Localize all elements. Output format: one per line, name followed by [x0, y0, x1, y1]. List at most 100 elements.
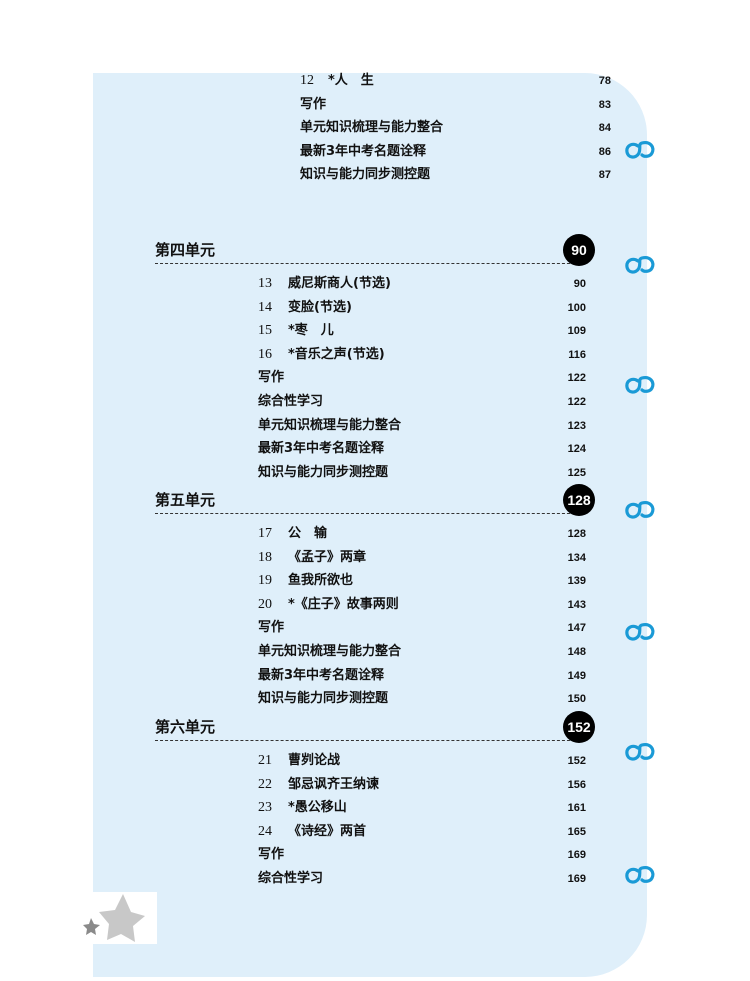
entry-title: 写作 — [258, 620, 285, 636]
unit-title: 第四单元 — [155, 243, 216, 259]
entry-title: 《诗经》两首 — [288, 823, 367, 839]
binder-ring-icon — [622, 863, 658, 887]
entry-title: 综合性学习 — [258, 394, 324, 409]
page-number: 124 — [567, 443, 586, 456]
page-number: 134 — [567, 551, 586, 564]
entry-title: *枣 儿 — [288, 323, 334, 339]
toc-entry[interactable]: 单元知识梳理与能力整合 123 — [0, 416, 750, 436]
entry-title: 单元知识梳理与能力整合 — [258, 644, 402, 659]
unit-header[interactable]: 第四单元 90 — [155, 234, 595, 266]
page-number: 152 — [567, 755, 586, 767]
toc-entry[interactable]: 21 曹刿论战 152 — [0, 751, 750, 771]
page-number: 156 — [567, 778, 586, 791]
dashed-divider — [155, 263, 580, 264]
page-number: 125 — [567, 466, 586, 479]
entry-title: 曹刿论战 — [288, 753, 341, 768]
page-number: 86 — [598, 145, 611, 158]
entry-title: 单元知识梳理与能力整合 — [300, 120, 444, 135]
star-decoration-icon — [83, 892, 157, 944]
page-number: 90 — [573, 278, 586, 290]
page-number: 143 — [567, 598, 586, 611]
toc-entry[interactable]: 单元知识梳理与能力整合 148 — [0, 642, 750, 662]
page-number: 148 — [567, 646, 586, 658]
binder-ring-icon — [622, 740, 658, 764]
unit-header[interactable]: 第五单元 128 — [155, 484, 595, 516]
entry-title: 邹忌讽齐王纳谏 — [288, 776, 380, 792]
page-number: 147 — [567, 622, 586, 635]
toc-entry[interactable]: 12 *人 生 78 — [0, 71, 750, 91]
toc-entry[interactable]: 14 变脸(节选) 100 — [0, 298, 750, 318]
entry-title: *《庄子》故事两则 — [288, 596, 399, 612]
toc-entry[interactable]: 写作 147 — [0, 618, 750, 638]
dashed-divider — [155, 740, 580, 741]
binder-ring-icon — [622, 138, 658, 162]
entry-title: *人 生 — [328, 73, 374, 88]
unit-page-badge: 152 — [563, 711, 595, 743]
page-number: 84 — [598, 122, 611, 134]
entry-title: 知识与能力同步测控题 — [300, 167, 431, 182]
lesson-number: 17 — [258, 526, 272, 541]
entry-title: 写作 — [300, 96, 327, 112]
unit-page-badge: 128 — [563, 484, 595, 516]
lesson-number: 23 — [258, 800, 272, 816]
page-number: 78 — [598, 75, 611, 87]
lesson-number: 16 — [258, 346, 272, 362]
page-number: 87 — [598, 169, 611, 181]
entry-title: 知识与能力同步测控题 — [258, 464, 389, 480]
binder-ring-icon — [622, 253, 658, 277]
page-number: 123 — [567, 419, 586, 432]
entry-title: 写作 — [258, 847, 285, 863]
lesson-number: 14 — [258, 299, 272, 315]
binder-ring-icon — [622, 498, 658, 522]
entry-title: 单元知识梳理与能力整合 — [258, 417, 402, 433]
unit-title: 第五单元 — [155, 493, 216, 509]
binder-ring-icon — [622, 620, 658, 644]
toc-entry[interactable]: 20 *《庄子》故事两则 143 — [0, 595, 750, 615]
toc-entry[interactable]: 知识与能力同步测控题 125 — [0, 463, 750, 483]
lesson-number: 12 — [300, 73, 314, 88]
lesson-number: 21 — [258, 753, 272, 768]
lesson-number: 18 — [258, 549, 272, 565]
lesson-number: 15 — [258, 323, 272, 339]
entry-title: 知识与能力同步测控题 — [258, 691, 389, 707]
lesson-number: 19 — [258, 573, 272, 589]
page-number: 165 — [567, 825, 586, 838]
entry-title: 公 输 — [288, 526, 328, 541]
lesson-number: 13 — [258, 276, 272, 291]
toc-entry[interactable]: 16*音乐之声(节选)116 — [0, 345, 750, 365]
page-number: 149 — [567, 669, 586, 682]
entry-title: 变脸(节选) — [288, 299, 352, 315]
entry-title: 鱼我所欲也 — [288, 573, 354, 589]
page-number: 122 — [567, 396, 586, 408]
page-number: 139 — [567, 575, 586, 588]
lesson-number: 20 — [258, 596, 272, 612]
toc-entry[interactable]: 18 《孟子》两章 134 — [0, 548, 750, 568]
unit-page-badge: 90 — [563, 234, 595, 266]
page-number: 169 — [567, 849, 586, 862]
toc-entry[interactable]: 写作 169 — [0, 845, 750, 865]
toc-entry[interactable]: 19 鱼我所欲也 139 — [0, 571, 750, 591]
page-number: 100 — [567, 301, 586, 314]
page-number: 116 — [568, 348, 586, 361]
toc-entry[interactable]: 单元知识梳理与能力整合 84 — [0, 118, 750, 138]
toc-entry[interactable]: 最新3年中考名题诠释 124 — [0, 439, 750, 459]
entry-title: 最新3年中考名题诠释 — [258, 441, 385, 457]
toc-entry[interactable]: 综合性学习 122 — [0, 392, 750, 412]
toc-panel — [93, 73, 647, 977]
entry-title: 《孟子》两章 — [288, 549, 367, 565]
toc-entry[interactable]: 知识与能力同步测控题 87 — [0, 165, 750, 185]
entry-title: *愚公移山 — [288, 800, 347, 816]
